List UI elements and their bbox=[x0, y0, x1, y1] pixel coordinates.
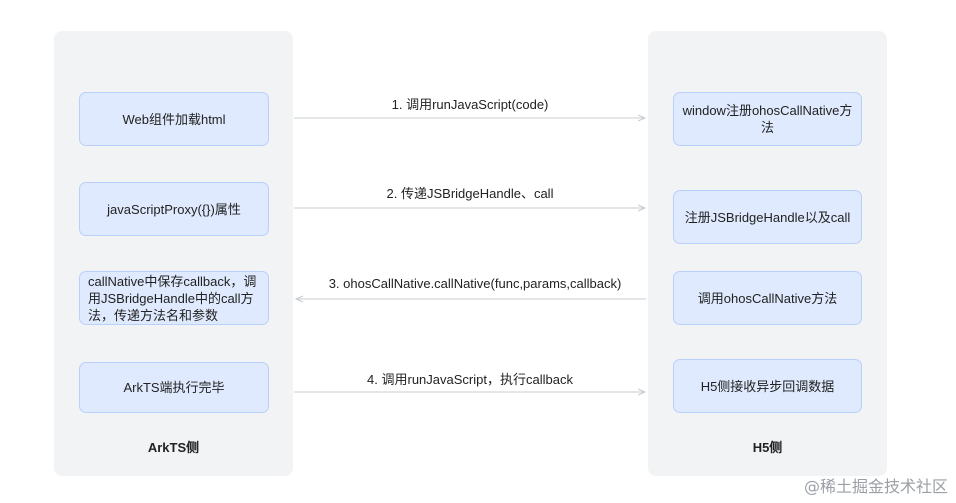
box-invoke-ohoscallnative: 调用ohosCallNative方法 bbox=[673, 271, 862, 325]
box-window-register: window注册ohosCallNative方法 bbox=[673, 92, 862, 146]
box-web-load-html: Web组件加载html bbox=[79, 92, 269, 146]
arrow-2-label: 2. 传递JSBridgeHandle、call bbox=[386, 186, 554, 201]
box-javascript-proxy: javaScriptProxy({})属性 bbox=[79, 182, 269, 236]
arrow-3-label: 3. ohosCallNative.callNative(func,params… bbox=[328, 276, 622, 291]
arrow-2-head bbox=[637, 204, 647, 212]
arrow-1-label: 1. 调用runJavaScript(code) bbox=[391, 97, 549, 112]
watermark: @稀土掘金技术社区 bbox=[803, 477, 948, 496]
h5-lane-title: H5侧 bbox=[752, 440, 783, 455]
arrow-1-head bbox=[637, 114, 647, 122]
arrow-3-head bbox=[294, 295, 304, 303]
arrow-4-label: 4. 调用runJavaScript，执行callback bbox=[367, 372, 573, 387]
box-call-native: callNative中保存callback，调用JSBridgeHandle中的… bbox=[79, 271, 269, 325]
arrow-4-head bbox=[637, 388, 647, 396]
box-h5-receive: H5侧接收异步回调数据 bbox=[673, 359, 862, 413]
arkts-lane-title: ArkTS侧 bbox=[147, 440, 200, 455]
box-register-jsbridge: 注册JSBridgeHandle以及call bbox=[673, 190, 862, 244]
box-arkts-done: ArkTS端执行完毕 bbox=[79, 362, 269, 413]
